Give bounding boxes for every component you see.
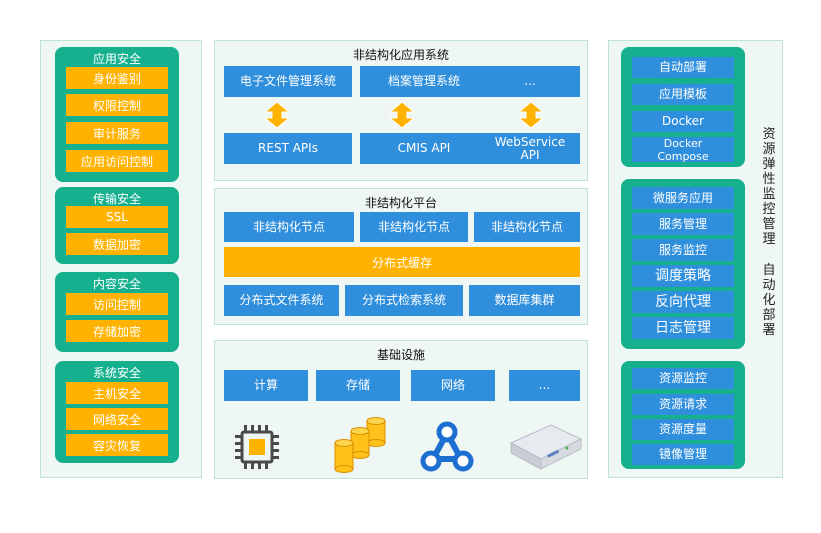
mgmt-item: 服务监控 [632, 239, 734, 261]
security-item: 存储加密 [66, 320, 168, 342]
mgmt-item: 自动部署 [632, 57, 734, 78]
api-box: CMIS API [360, 133, 488, 164]
double-arrow-icon [264, 101, 290, 129]
security-item: 网络安全 [66, 408, 168, 430]
management-panel: 自动部署 应用模板 Docker Docker Compose 微服务应用 服务… [608, 40, 783, 478]
platform-bottom-box: 分布式检索系统 [345, 285, 463, 316]
infra-box: 计算 [224, 370, 308, 401]
infra-box: 网络 [411, 370, 495, 401]
app-box: 电子文件管理系统 [224, 66, 352, 97]
mgmt-item: 应用模板 [632, 84, 734, 105]
apps-panel: 非结构化应用系统 电子文件管理系统 档案管理系统 ... REST APIs C… [214, 40, 588, 181]
security-panel: 应用安全 身份鉴别 权限控制 审计服务 应用访问控制 传输安全 SSL 数据加密… [40, 40, 202, 478]
apps-title: 非结构化应用系统 [352, 48, 449, 62]
node-box: 非结构化节点 [224, 212, 354, 242]
group-title: 应用安全 [92, 52, 141, 66]
mgmt-item: 微服务应用 [632, 187, 734, 209]
infra-box: ... [509, 370, 580, 401]
transport-security-group: 传输安全 SSL 数据加密 [55, 187, 179, 264]
storage-coins-icon [334, 417, 386, 473]
app-box: 档案管理系统 [360, 66, 488, 97]
mgmt-item: Docker Compose [632, 137, 734, 163]
mgmt-item: 调度策略 [632, 265, 734, 287]
mgmt-item: 反向代理 [632, 291, 734, 313]
security-item: 权限控制 [66, 94, 168, 116]
cpu-icon [235, 425, 279, 469]
security-item: 主机安全 [66, 382, 168, 404]
distributed-cache-bar: 分布式缓存 [224, 247, 580, 277]
double-arrow-icon [518, 101, 544, 129]
api-box: REST APIs [224, 133, 352, 164]
network-hub-icon [420, 421, 474, 472]
security-item: 访问控制 [66, 293, 168, 315]
app-security-group: 应用安全 身份鉴别 权限控制 审计服务 应用访问控制 [55, 47, 179, 182]
platform-title: 非结构化平台 [364, 196, 437, 210]
infra-box: 存储 [316, 370, 400, 401]
group-title: 系统安全 [92, 366, 141, 380]
node-box: 非结构化节点 [474, 212, 580, 242]
infra-title: 基础设施 [376, 348, 425, 362]
infra-panel: 基础设施 计算 存储 网络 ... [214, 340, 588, 479]
mgmt-item: 镜像管理 [632, 444, 734, 465]
group-title: 内容安全 [92, 277, 141, 291]
deploy-group: 自动部署 应用模板 Docker Docker Compose [621, 47, 745, 167]
side-label-elastic: 资源弹性监控管理 [762, 127, 776, 247]
security-item: 应用访问控制 [66, 150, 168, 172]
mgmt-item: 资源度量 [632, 419, 734, 440]
microservice-group: 微服务应用 服务管理 服务监控 调度策略 反向代理 日志管理 [621, 179, 745, 349]
mgmt-item: 日志管理 [632, 317, 734, 339]
server-icon [509, 424, 583, 470]
app-box: ... [480, 66, 580, 97]
security-item: 身份鉴别 [66, 67, 168, 89]
platform-bottom-box: 数据库集群 [469, 285, 580, 316]
security-item: 容灾恢复 [66, 434, 168, 456]
mgmt-item: 资源监控 [632, 368, 734, 389]
platform-panel: 非结构化平台 非结构化节点 非结构化节点 非结构化节点 分布式缓存 分布式文件系… [214, 188, 588, 325]
node-box: 非结构化节点 [360, 212, 468, 242]
security-item: SSL [66, 206, 168, 228]
api-box: WebService API [480, 133, 580, 164]
mgmt-item: 服务管理 [632, 213, 734, 235]
security-item: 审计服务 [66, 122, 168, 144]
resource-group: 资源监控 资源请求 资源度量 镜像管理 [621, 361, 745, 469]
content-security-group: 内容安全 访问控制 存储加密 [55, 272, 179, 352]
group-title: 传输安全 [92, 192, 141, 206]
security-item: 数据加密 [66, 233, 168, 255]
side-label-auto-deploy: 自动化部署 [762, 263, 776, 338]
mgmt-item: Docker [632, 111, 734, 132]
platform-bottom-box: 分布式文件系统 [224, 285, 339, 316]
mgmt-item: 资源请求 [632, 394, 734, 415]
double-arrow-icon [389, 101, 415, 129]
system-security-group: 系统安全 主机安全 网络安全 容灾恢复 [55, 361, 179, 463]
